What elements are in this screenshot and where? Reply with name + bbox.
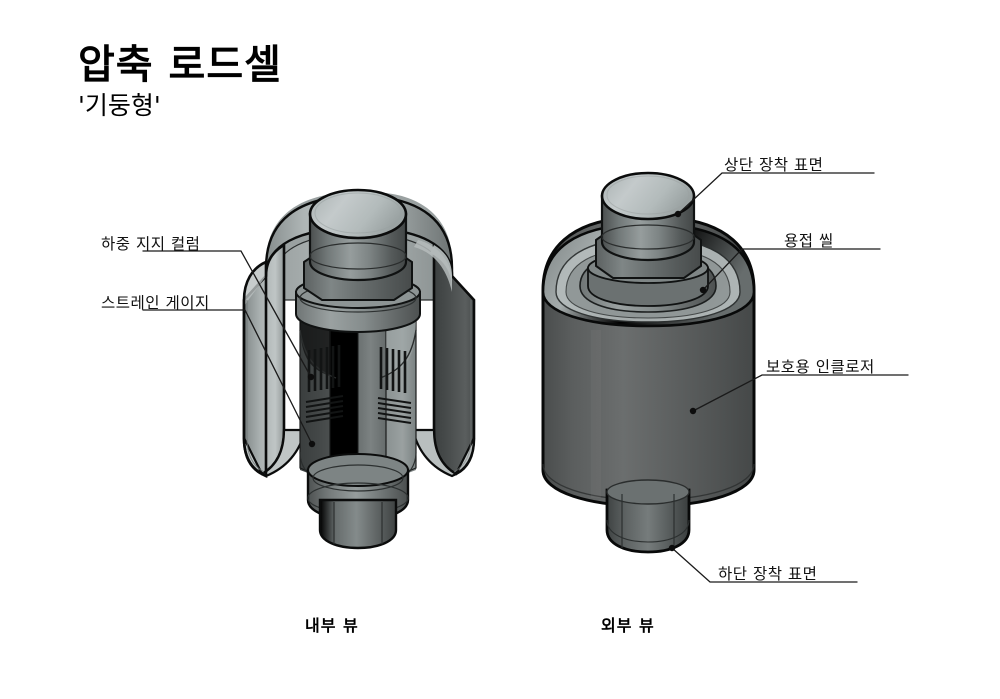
page-subtitle: '기둥형' — [78, 91, 161, 120]
label-strain-gauge: 스트레인 게이지 — [101, 294, 210, 312]
leader-dot-weld-seal — [699, 286, 707, 294]
page-title: 압축 로드셀 — [78, 42, 282, 88]
caption-internal-view: 내부 뷰 — [305, 616, 359, 635]
internal-view-drawing — [242, 188, 476, 550]
label-load-column: 하중 지지 컬럼 — [101, 235, 201, 253]
bottom-mount-boss-external — [605, 479, 691, 554]
label-top-mount: 상단 장착 표면 — [724, 156, 824, 174]
bottom-mount-boss-internal — [306, 453, 410, 550]
strain-gauge-right — [377, 347, 412, 424]
leader-dot-enclosure — [689, 407, 697, 415]
leader-load-column — [142, 250, 312, 378]
leader-enclosure — [692, 374, 909, 412]
leader-dot-top-mount — [674, 210, 682, 218]
leader-bottom-mount — [671, 547, 858, 583]
leader-dot-load-column — [307, 373, 315, 381]
load-bearing-column — [299, 305, 417, 492]
leader-top-mount — [677, 172, 875, 215]
label-bottom-mount: 하단 장착 표면 — [718, 565, 818, 583]
leader-lines — [142, 172, 909, 583]
caption-external-view: 외부 뷰 — [601, 616, 655, 635]
leader-dot-bottom-mount — [668, 544, 676, 552]
leader-weld-seal — [702, 248, 881, 291]
title-block: 압축 로드셀 '기둥형' — [78, 44, 282, 120]
external-view-drawing — [541, 171, 756, 554]
top-mount-boss-internal — [295, 188, 421, 334]
strain-gauge-left — [305, 345, 344, 423]
leader-strain-gauge — [142, 309, 313, 445]
label-enclosure: 보호용 인클로저 — [766, 358, 875, 376]
leader-dot-strain-gauge — [308, 440, 316, 448]
label-weld-seal: 용접 씰 — [784, 232, 834, 250]
shell-wing-left — [242, 242, 307, 478]
shell-wing-right — [411, 240, 476, 478]
top-mount-boss-external — [587, 171, 709, 307]
